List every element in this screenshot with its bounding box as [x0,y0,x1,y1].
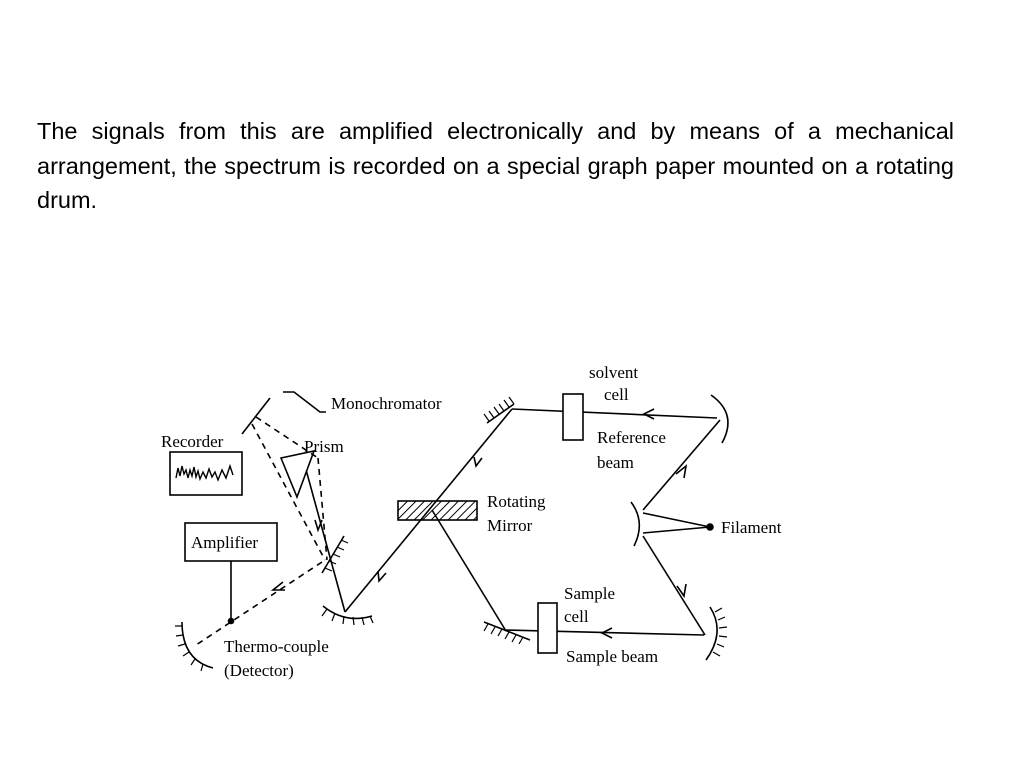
label-thermocouple: Thermo-couple [224,637,329,656]
bottom-right-concave-mirror [705,606,718,661]
arrow-down-left-2 [377,570,387,583]
bottom-right-mirror-hatch [712,607,728,657]
monochromator-slit [241,397,271,435]
bottom-flat-mirror-hatch [483,623,524,645]
slide-paragraph: The signals from this are amplified elec… [37,118,954,213]
label-rotating: Rotating [487,492,546,511]
label-solvent-cell: cell [604,385,629,404]
label-rotating-mirror: Mirror [487,516,533,535]
filament-line-upper [642,512,711,528]
detector-junction [227,617,235,625]
arrow-up-right [675,464,688,479]
solvent-cell [562,393,584,441]
prism-flat-mirror-hatch [324,539,349,572]
monochromator-bracket [283,391,326,413]
dashed-arrow-down [314,519,323,533]
dashed-beam-to-detector [195,561,323,646]
prism-curved-mirror [322,605,373,620]
label-detector: (Detector) [224,661,294,680]
detector-mirror-hatch [175,625,204,672]
dashed-arrow-left [270,581,285,591]
reference-beam-arrow [642,408,655,420]
monochromator-dashed-beams [251,416,328,561]
amplifier-box [184,522,278,562]
beam-filament-to-top-mirror [642,419,721,511]
recorder-trace [175,463,234,482]
label-reference-beam: beam [597,453,634,472]
beam-bottom-to-rotating-mirror [431,509,507,632]
label-recorder: Recorder [161,432,224,451]
top-left-mirror-hatch [483,396,515,422]
label-monochromator: Monochromator [331,394,442,413]
label-reference: Reference [597,428,666,447]
prism-curved-mirror-hatch [321,608,374,626]
arrow-down-left-1 [473,456,483,468]
detector-concave-mirror [181,621,214,669]
top-right-concave-mirror [710,394,729,444]
arrow-down-right [676,583,687,599]
filament-concave-mirror [630,501,641,547]
label-solvent: solvent [589,363,638,382]
label-amplifier: Amplifier [191,533,258,552]
sample-beam-arrow [600,627,613,639]
sample-cell [537,602,558,654]
top-left-flat-mirror [486,403,515,424]
recorder-box [169,451,243,496]
reference-beam-line [511,408,718,419]
prism [279,449,316,500]
label-prism: Prism [304,437,344,456]
beam-filament-to-bottom-mirror [642,535,706,636]
label-sample-beam: Sample beam [566,647,658,666]
label-filament: Filament [721,518,782,537]
filament-line-lower [642,526,711,534]
label-sample-cell: cell [564,607,589,626]
rotating-mirror [397,500,478,521]
label-sample: Sample [564,584,615,603]
